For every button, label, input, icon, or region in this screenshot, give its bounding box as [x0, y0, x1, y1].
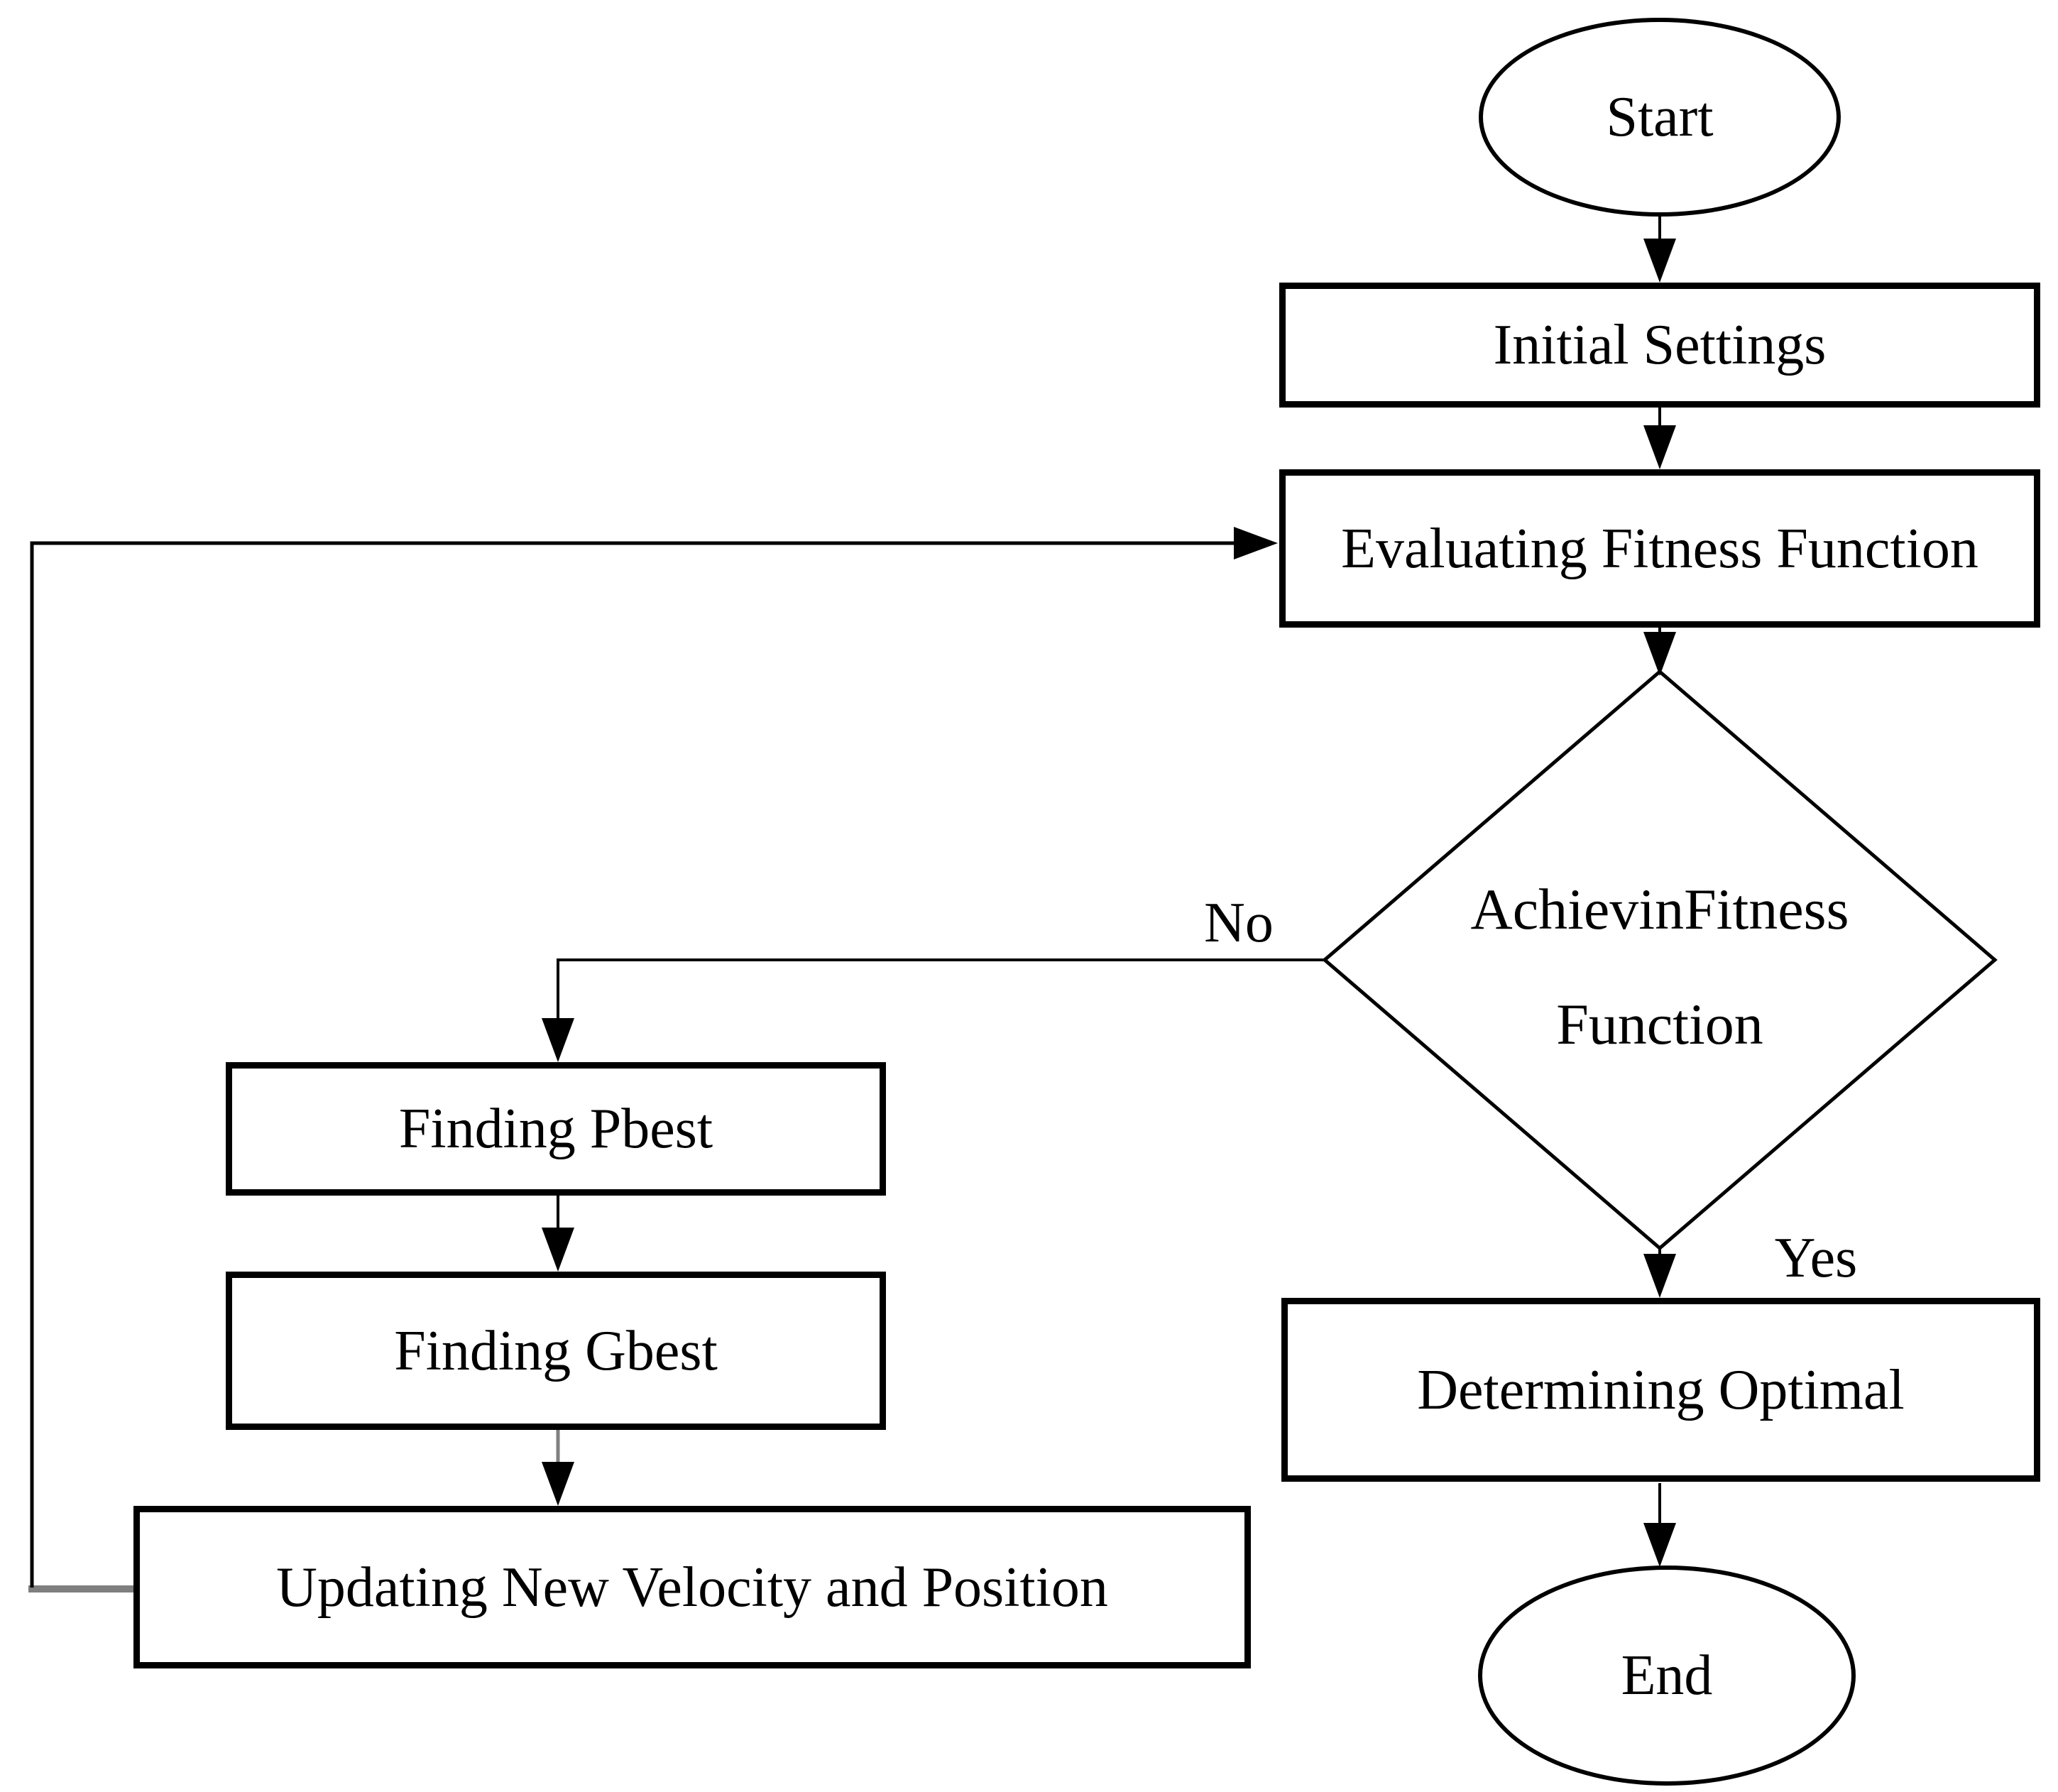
node-finding-gbest-label: Finding Gbest: [394, 1319, 718, 1382]
node-evaluating-fitness-label: Evaluating Fitness Function: [1341, 517, 1978, 580]
node-start-label: Start: [1606, 86, 1714, 148]
arrowhead-finding-gbest: [542, 1228, 574, 1272]
edge-loop-back: [30, 541, 1237, 1588]
node-start: Start: [1479, 18, 1841, 217]
arrowhead-evaluating: [1643, 425, 1676, 469]
node-decision-line2: Function: [1556, 992, 1763, 1056]
edge-label-no: No: [1204, 892, 1274, 954]
node-initial-settings-label: Initial Settings: [1493, 314, 1827, 376]
node-decision-line1: AchievinFitness: [1470, 877, 1849, 941]
arrowhead-end: [1643, 1523, 1676, 1567]
node-finding-gbest: Finding Gbest: [226, 1272, 886, 1430]
arrowhead-finding-pbest: [542, 1018, 574, 1062]
arrowhead-initial: [1643, 239, 1676, 283]
arrowhead-loop-evaluating: [1234, 527, 1278, 559]
node-finding-pbest: Finding Pbest: [226, 1062, 886, 1196]
node-updating: Updating New Velocity and Position: [133, 1506, 1251, 1668]
arrowhead-updating: [542, 1462, 574, 1506]
edge-label-yes: Yes: [1774, 1227, 1858, 1289]
node-decision-label: AchievinFitness Function: [1340, 852, 1979, 1082]
node-determining-optimal: Determining Optimal: [1281, 1298, 2040, 1482]
arrowhead-determining: [1643, 1254, 1676, 1298]
node-evaluating-fitness: Evaluating Fitness Function: [1279, 469, 2040, 628]
node-end: End: [1478, 1566, 1856, 1786]
node-updating-label: Updating New Velocity and Position: [276, 1556, 1108, 1619]
node-determining-optimal-label: Determining Optimal: [1417, 1358, 1905, 1421]
node-finding-pbest-label: Finding Pbest: [398, 1098, 713, 1160]
arrowhead-decision: [1643, 632, 1676, 676]
node-initial-settings: Initial Settings: [1279, 283, 2040, 408]
node-end-label: End: [1621, 1644, 1713, 1707]
